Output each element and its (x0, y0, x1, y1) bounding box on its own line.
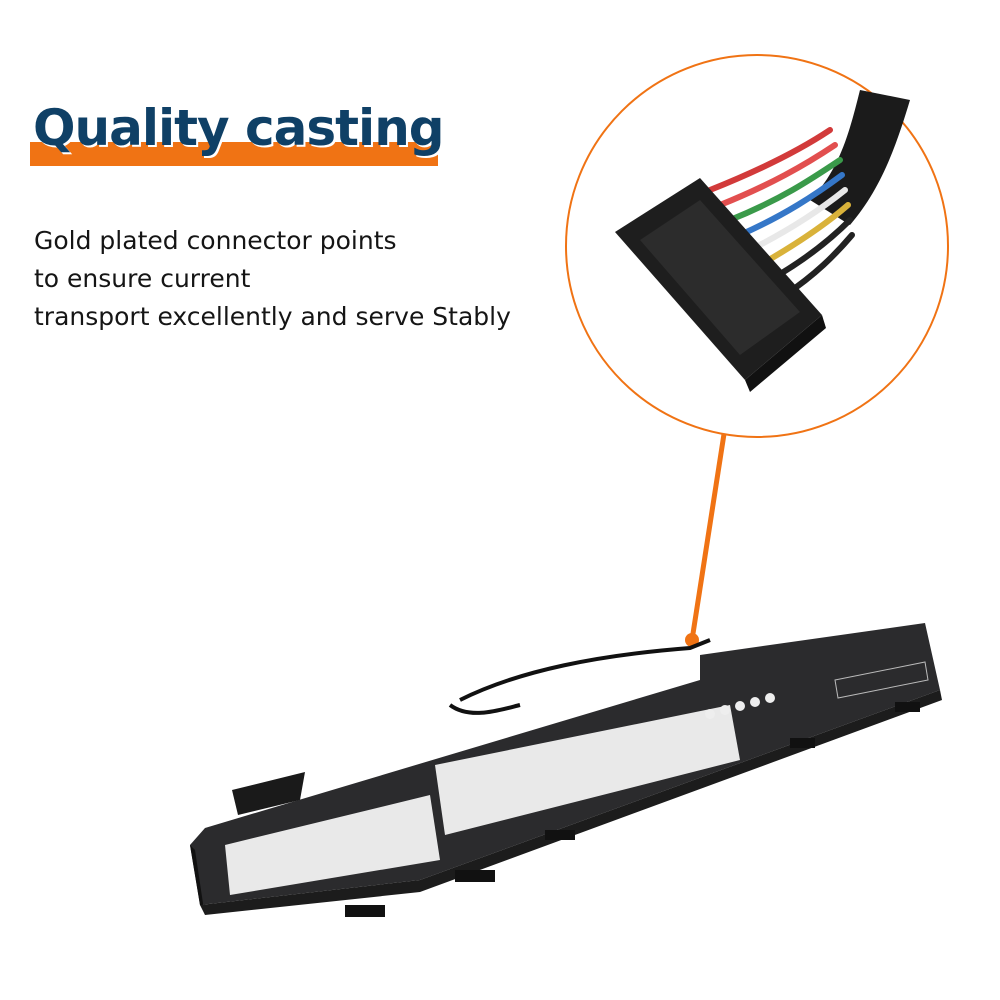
page-title: Quality casting (33, 99, 445, 157)
description-line: to ensure current (34, 264, 251, 293)
connector-closeup (615, 90, 910, 392)
battery-pack (190, 623, 942, 917)
description: Gold plated connector points to ensure c… (34, 222, 511, 336)
callout-line (689, 433, 727, 641)
description-line: transport excellently and serve Stably (34, 302, 511, 331)
description-line: Gold plated connector points (34, 226, 397, 255)
battery-label-center (435, 705, 740, 835)
title-highlight-bar (30, 142, 438, 166)
heading: Quality casting (30, 96, 445, 166)
callout-dot (685, 633, 699, 647)
battery-label-left (225, 795, 440, 895)
